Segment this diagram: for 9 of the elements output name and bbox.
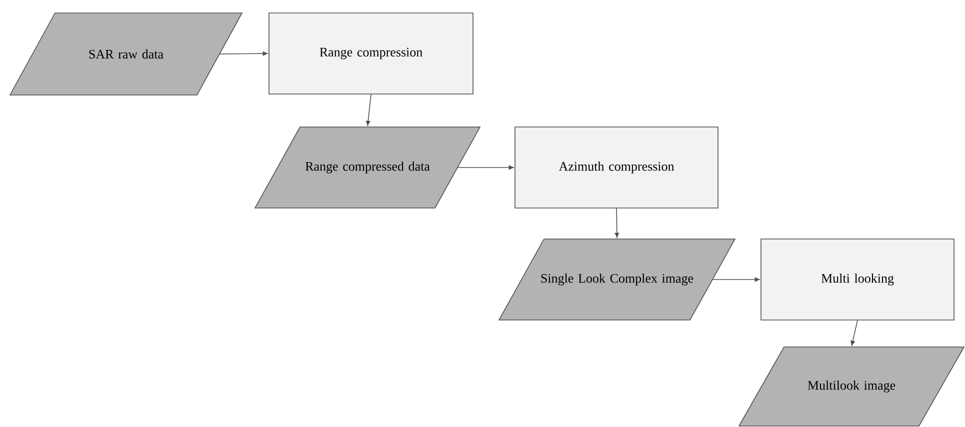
arrow	[712, 277, 760, 282]
arrow	[614, 208, 620, 238]
process-box: Range compression	[268, 12, 474, 94]
arrow	[457, 165, 514, 170]
arrow	[366, 94, 372, 126]
process-box: Azimuth compression	[514, 126, 718, 208]
process-box: Multi looking	[760, 238, 954, 320]
arrow	[219, 51, 268, 56]
arrow	[850, 320, 858, 346]
